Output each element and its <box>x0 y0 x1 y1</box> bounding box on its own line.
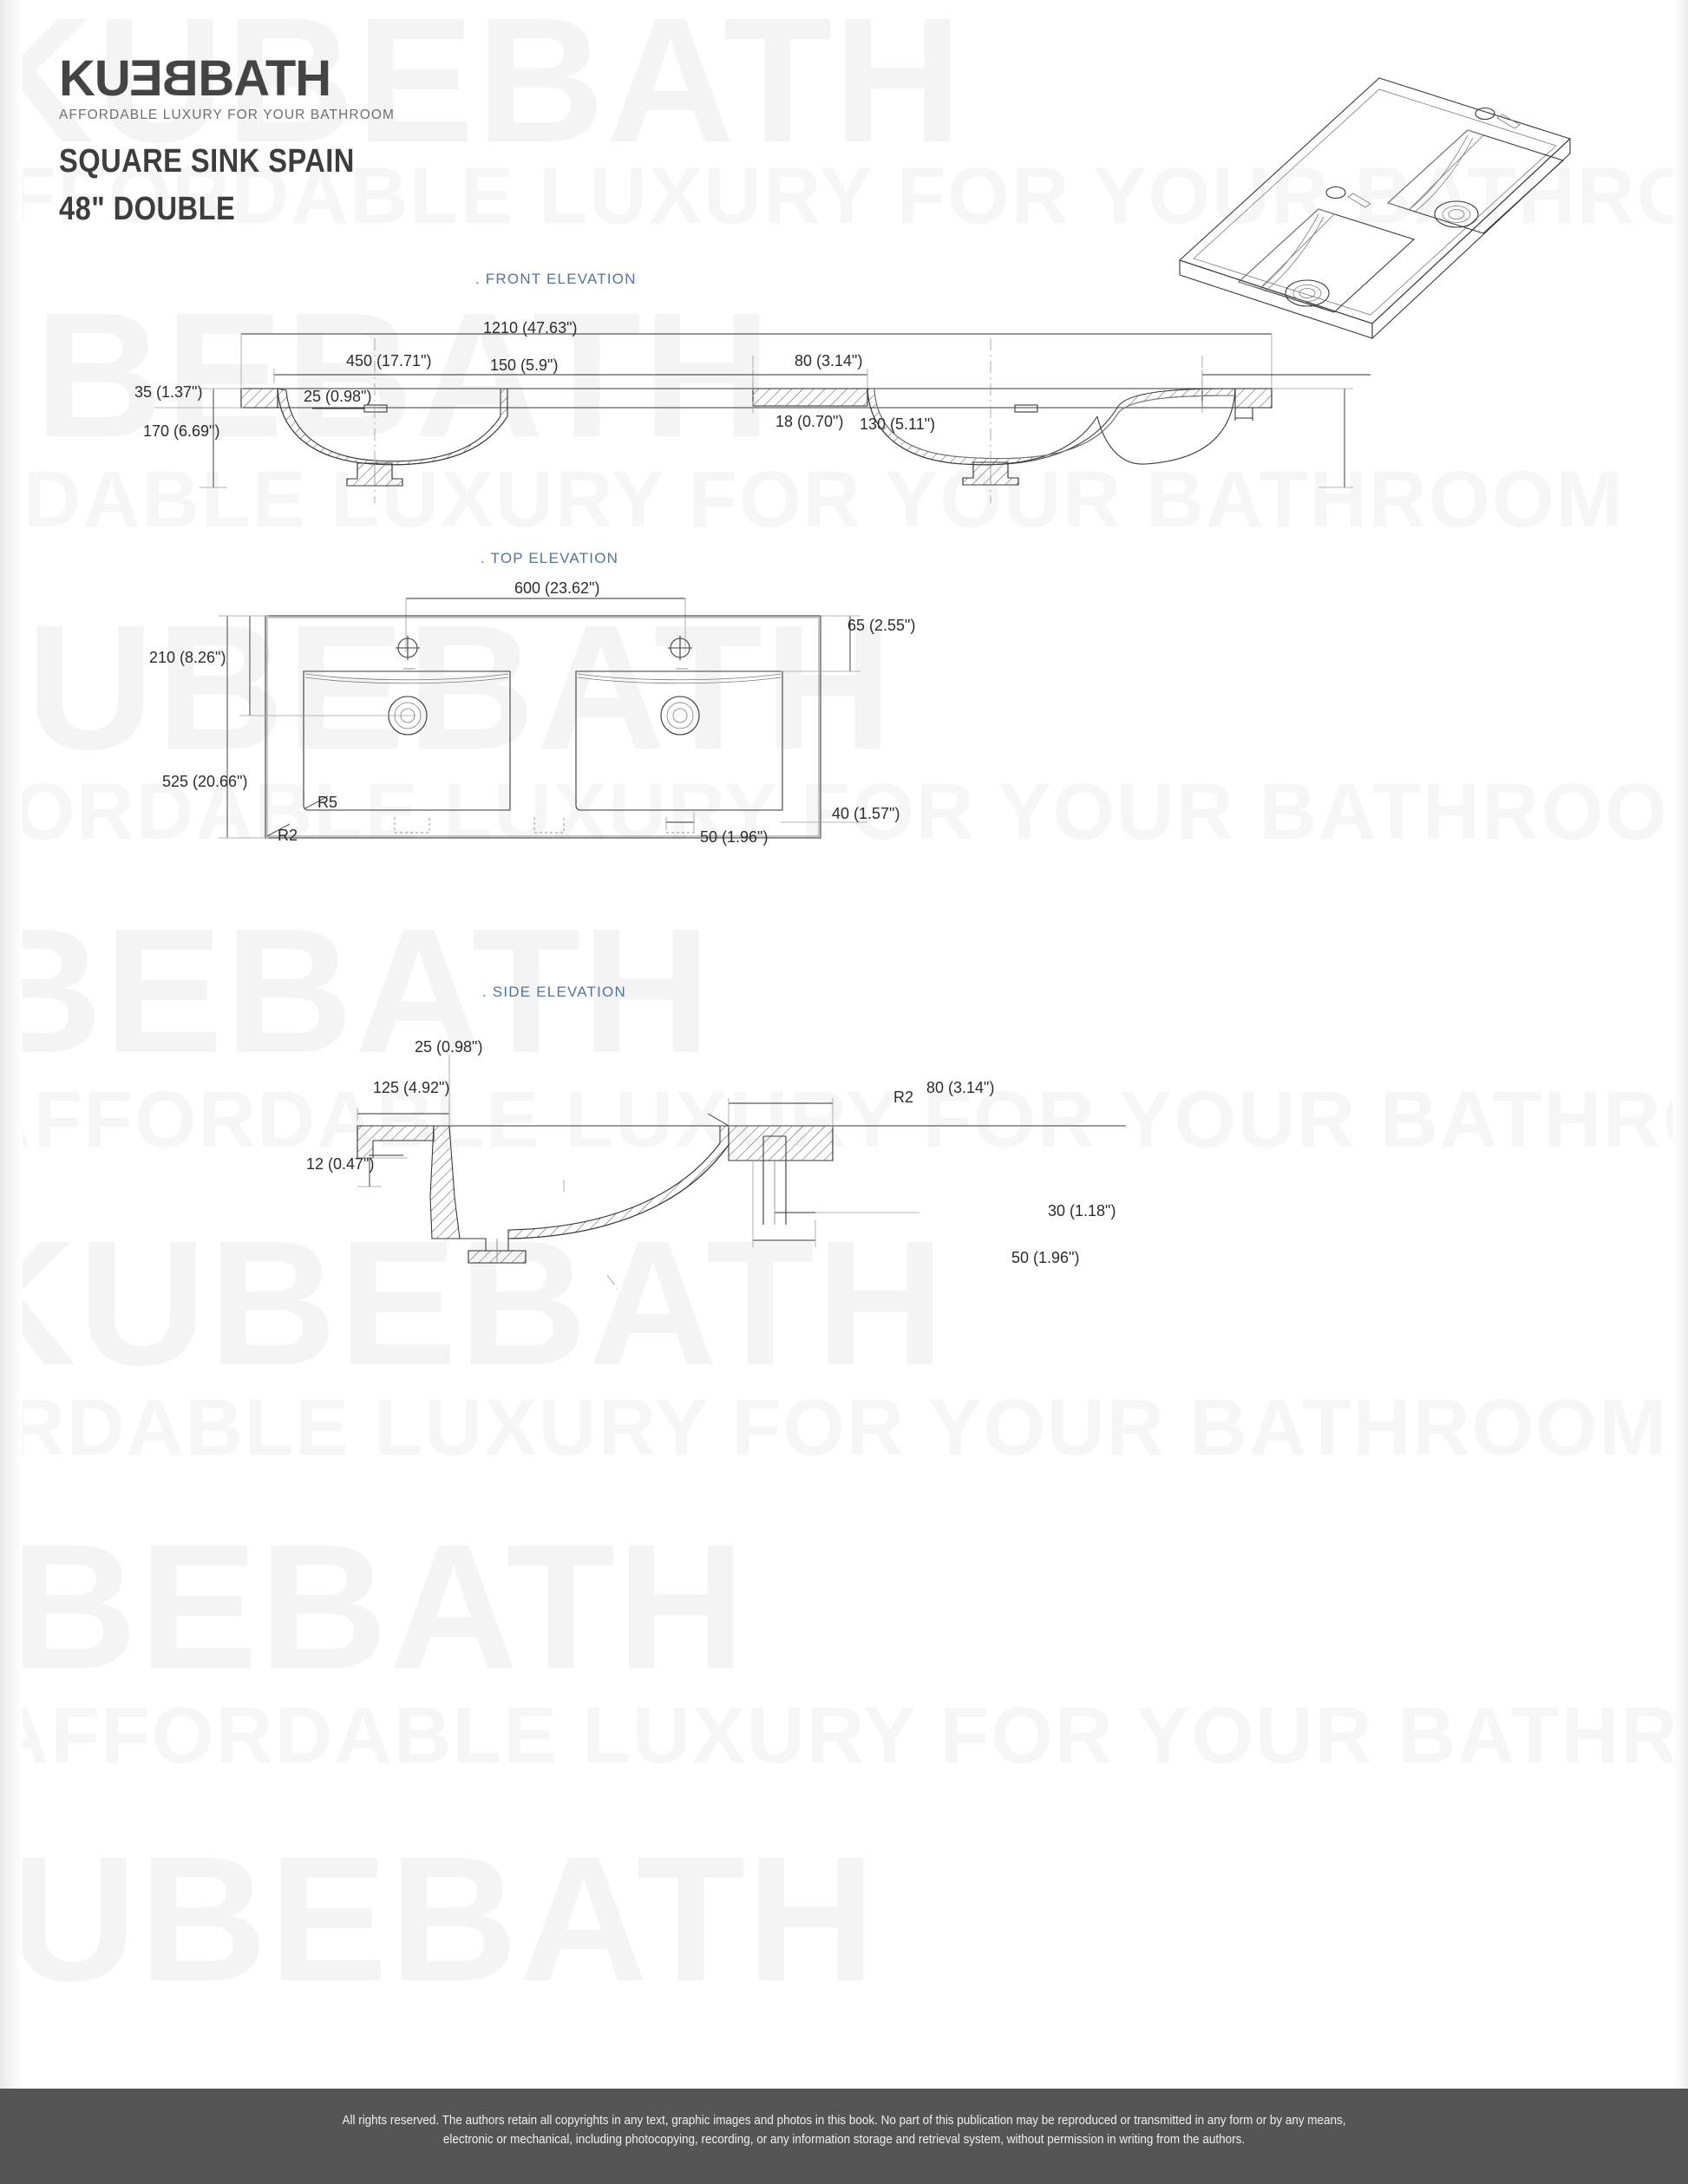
side-elevation-drawing <box>357 1055 1126 1290</box>
dim-top-front-edge: 40 (1.57") <box>832 805 900 822</box>
logo-wordmark: KUBEBATH <box>59 50 395 107</box>
dim-top-faucet-spacing: 600 (23.62") <box>514 579 600 597</box>
dim-front-lip-thickness: 18 (0.70") <box>775 413 844 430</box>
dim-front-basin-width: 450 (17.71") <box>346 352 432 369</box>
logo-be-mirrored: BE <box>129 50 199 107</box>
dim-side-back-span: 125 (4.92") <box>373 1079 450 1096</box>
dim-top-notch-width: 50 (1.96") <box>700 828 769 846</box>
dim-side-top-offset: 25 (0.98") <box>415 1038 483 1056</box>
dim-top-back-to-center: 210 (8.26") <box>149 649 226 666</box>
footer-copyright: All rights reserved. The authors retain … <box>59 2111 1629 2149</box>
dim-side-radius-edge: R2 <box>893 1089 914 1106</box>
isometric-sink-illustration <box>1178 77 1572 340</box>
logo-ku: KU <box>59 50 131 107</box>
logo-tagline: AFFORDABLE LUXURY FOR YOUR BATHROOM <box>59 108 396 122</box>
dim-front-right-edge: 80 (3.14") <box>795 352 863 369</box>
watermark-text: KUBEBATH <box>0 1820 878 2018</box>
logo-bath: BATH <box>198 50 331 107</box>
dim-side-front-width: 50 (1.96") <box>1011 1249 1080 1266</box>
dim-side-front-lip: 80 (3.14") <box>926 1079 995 1096</box>
front-elevation-drawing <box>154 333 1371 503</box>
caption-front-elevation: . FRONT ELEVATION <box>475 271 637 287</box>
watermark-text: KUBEBATH <box>0 1507 748 1706</box>
dim-top-radius-corner: R5 <box>317 794 338 811</box>
top-elevation-drawing <box>219 598 867 839</box>
watermark-text: AFFORDABLE LUXURY FOR YOUR BATHROOM <box>0 1691 1688 1780</box>
dim-top-overall-depth: 525 (20.66") <box>162 773 248 790</box>
caption-side-elevation: . SIDE ELEVATION <box>482 984 626 1000</box>
dim-side-rim-drop: 12 (0.47") <box>306 1155 375 1173</box>
watermark-text: AFFORDABLE LUXURY FOR YOUR BATHROOM <box>0 1383 1668 1472</box>
page-title-line1: SQUARE SINK SPAIN <box>59 143 355 180</box>
page-edge-left <box>0 0 23 2184</box>
dim-front-side-height: 130 (5.11") <box>860 415 936 433</box>
dim-side-front-height: 30 (1.18") <box>1048 1202 1116 1220</box>
dim-front-between-basins: 150 (5.9") <box>490 356 559 374</box>
brand-logo: KUBEBATH AFFORDABLE LUXURY FOR YOUR BATH… <box>59 50 396 123</box>
page-title-line2: 48" DOUBLE <box>59 191 236 227</box>
caption-top-elevation: . TOP ELEVATION <box>481 550 619 566</box>
page-edge-right <box>1672 0 1688 2184</box>
dim-front-overflow-offset: 25 (0.98") <box>304 388 372 405</box>
dim-top-radius-edge: R2 <box>278 827 298 844</box>
dim-top-back-edge: 65 (2.55") <box>847 617 916 634</box>
footer-line-1: All rights reserved. The authors retain … <box>342 2114 1346 2128</box>
footer-line-2: electronic or mechanical, including phot… <box>442 2133 1246 2147</box>
dim-front-rim-height: 35 (1.37") <box>134 383 203 401</box>
dim-front-overall-width: 1210 (47.63") <box>483 319 578 337</box>
dim-front-basin-depth: 170 (6.69") <box>143 422 220 440</box>
footer-bar: All rights reserved. The authors retain … <box>0 2089 1688 2184</box>
